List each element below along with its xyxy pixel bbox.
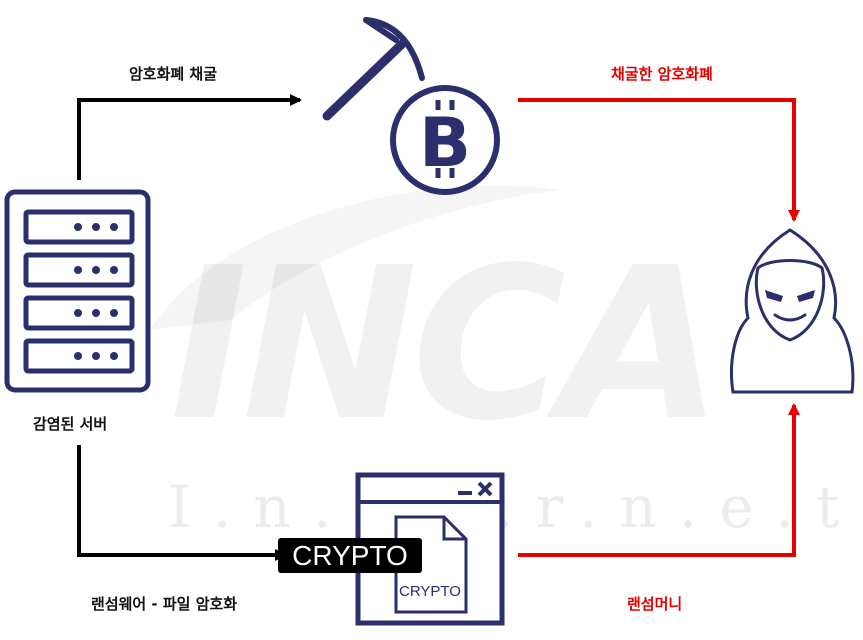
label-mining: 암호화폐 채굴	[129, 65, 218, 83]
arrow-ransom-to-hacker	[518, 403, 800, 557]
pickaxe-icon	[322, 17, 425, 121]
label-ransomware: 랜섬웨어 - 파일 암호화	[91, 595, 238, 613]
server-icon	[4, 189, 151, 393]
arrow-to-ransomware	[77, 445, 287, 561]
watermark-brand: INCA	[170, 222, 723, 467]
label-ransom-money: 랜섬머니	[627, 595, 683, 613]
svg-text:B: B	[419, 104, 471, 183]
hacker-icon	[729, 228, 855, 394]
label-mined-crypto: 채굴한 암호화폐	[611, 65, 713, 83]
bitcoin-icon: B	[390, 85, 500, 195]
arrow-to-mining	[77, 94, 302, 180]
crypto-file-label: CRYPTO	[399, 583, 461, 600]
crypto-tag: CRYPTO	[278, 538, 422, 573]
arrow-crypto-to-hacker	[518, 98, 800, 222]
watermark-swoosh	[150, 185, 560, 330]
label-infected-server: 감염된 서버	[33, 415, 108, 433]
